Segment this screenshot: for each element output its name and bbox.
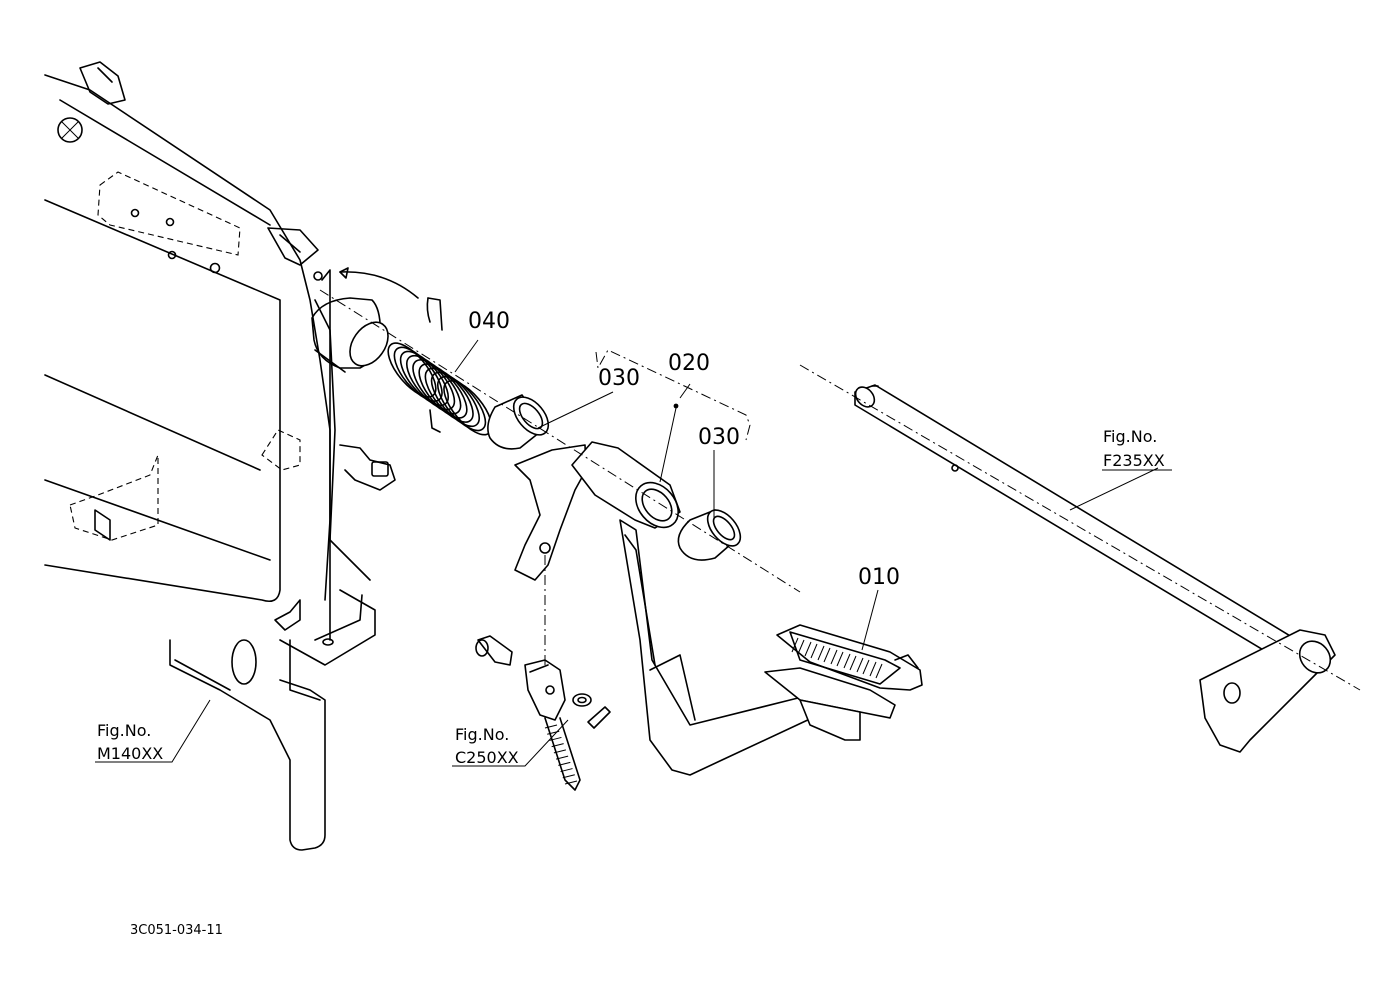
- rod-thread: [553, 749, 567, 754]
- cross-shaft-assembly: [854, 384, 1336, 753]
- tread-rib: [830, 649, 838, 665]
- rod-thread: [558, 761, 571, 766]
- brake-pedal-020: [514, 441, 923, 776]
- bushing-030-left: [487, 394, 550, 450]
- spring-coil: [406, 354, 456, 411]
- rod-thread: [555, 755, 569, 760]
- label-030-right: 030: [698, 425, 740, 450]
- tread-rib: [849, 655, 857, 671]
- spring-coil: [437, 375, 487, 432]
- tread-rib: [817, 645, 825, 661]
- rod-thread: [564, 780, 578, 785]
- tread-rib: [797, 639, 805, 655]
- drawing-code: 3C051-034-11: [130, 923, 223, 938]
- bushing-030-right: [677, 509, 742, 561]
- spring-coil: [399, 350, 449, 407]
- centerlines: [319, 289, 1361, 691]
- tread-rib: [862, 659, 870, 675]
- leader-lines: [95, 339, 1172, 767]
- figref-f235-line1: Fig.No.: [1103, 427, 1157, 446]
- spring-coil: [412, 359, 462, 415]
- tread-rib: [836, 651, 844, 667]
- figref-m140-line2: M140XX: [97, 744, 163, 763]
- tread-rib: [843, 653, 851, 669]
- spring-coil: [387, 342, 437, 398]
- label-010: 010: [858, 565, 900, 590]
- part-labels: 040 020 030 030 010: [468, 309, 900, 590]
- tread-rib: [823, 647, 831, 663]
- spring-coil: [418, 363, 468, 419]
- figref-c250-line1: Fig.No.: [455, 725, 509, 744]
- tread-rib: [810, 643, 818, 659]
- rod-thread: [544, 724, 558, 729]
- tread-rib: [804, 641, 812, 657]
- label-020: 020: [668, 351, 710, 376]
- spring-coil: [424, 367, 474, 423]
- tread-rib: [875, 663, 883, 679]
- tread-rib: [791, 637, 799, 653]
- label-040: 040: [468, 309, 510, 334]
- tread-rib: [869, 661, 877, 677]
- rod-thread: [560, 768, 573, 773]
- rod-thread: [562, 774, 575, 779]
- clevis-rod-assembly: [475, 635, 611, 791]
- figref-c250-line2: C250XX: [455, 748, 519, 767]
- rod-thread: [549, 736, 562, 741]
- figref-m140-line1: Fig.No.: [97, 721, 151, 740]
- spring-coil: [430, 371, 480, 428]
- tread-rib: [856, 657, 864, 673]
- rod-thread: [551, 743, 564, 748]
- frame-assembly: [44, 61, 419, 851]
- return-spring-040: [387, 297, 493, 436]
- label-030-left: 030: [598, 366, 640, 391]
- figure-references: Fig.No. M140XX Fig.No. C250XX Fig.No. F2…: [97, 427, 1165, 767]
- spring-coil: [393, 346, 443, 402]
- figref-f235-line2: F235XX: [1103, 451, 1165, 470]
